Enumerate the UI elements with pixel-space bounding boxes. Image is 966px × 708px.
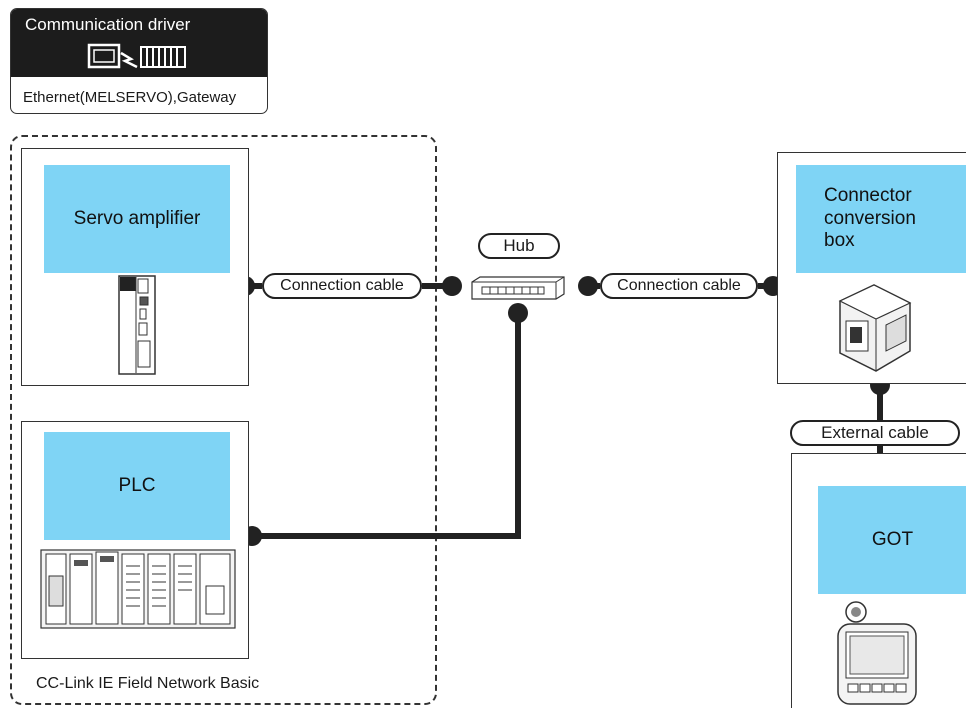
converter-line2: conversion bbox=[824, 207, 916, 229]
network-label: CC-Link IE Field Network Basic bbox=[36, 675, 260, 692]
servo-amplifier-box: Servo amplifier bbox=[21, 148, 249, 386]
plc-rack-image bbox=[40, 549, 236, 629]
servo-amplifier-image bbox=[118, 275, 156, 375]
dot-hub-bottom bbox=[508, 303, 528, 323]
hub-image bbox=[471, 276, 565, 300]
connector-conversion-box: Connector conversion box bbox=[777, 152, 966, 384]
connection-cable-2: Connection cable bbox=[600, 273, 758, 299]
network-region bbox=[10, 135, 437, 705]
dot-hub-left bbox=[442, 276, 462, 296]
driver-name: Ethernet(MELSERVO),Gateway bbox=[23, 89, 237, 106]
external-cable: External cable bbox=[790, 420, 960, 446]
converter-line1: Connector bbox=[824, 184, 912, 206]
connector-conversion-label: Connector conversion box bbox=[796, 165, 966, 273]
hub-label: Hub bbox=[478, 233, 560, 259]
servo-label: Servo amplifier bbox=[44, 165, 230, 273]
communication-driver-box: Communication driver Ethernet(MELSERVO),… bbox=[10, 8, 268, 114]
plc-label: PLC bbox=[44, 432, 230, 540]
connector-box-image bbox=[838, 284, 912, 372]
got-label: GOT bbox=[818, 486, 966, 594]
driver-header: Communication driver bbox=[11, 9, 267, 77]
got-handheld-image bbox=[837, 601, 917, 705]
got-box: GOT bbox=[791, 453, 966, 708]
converter-line3: box bbox=[824, 230, 855, 252]
driver-title: Communication driver bbox=[25, 15, 191, 34]
connection-cable-1: Connection cable bbox=[262, 273, 422, 299]
pc-to-plc-icon bbox=[87, 43, 186, 69]
dot-hub-right bbox=[578, 276, 598, 296]
plc-box: PLC bbox=[21, 421, 249, 659]
